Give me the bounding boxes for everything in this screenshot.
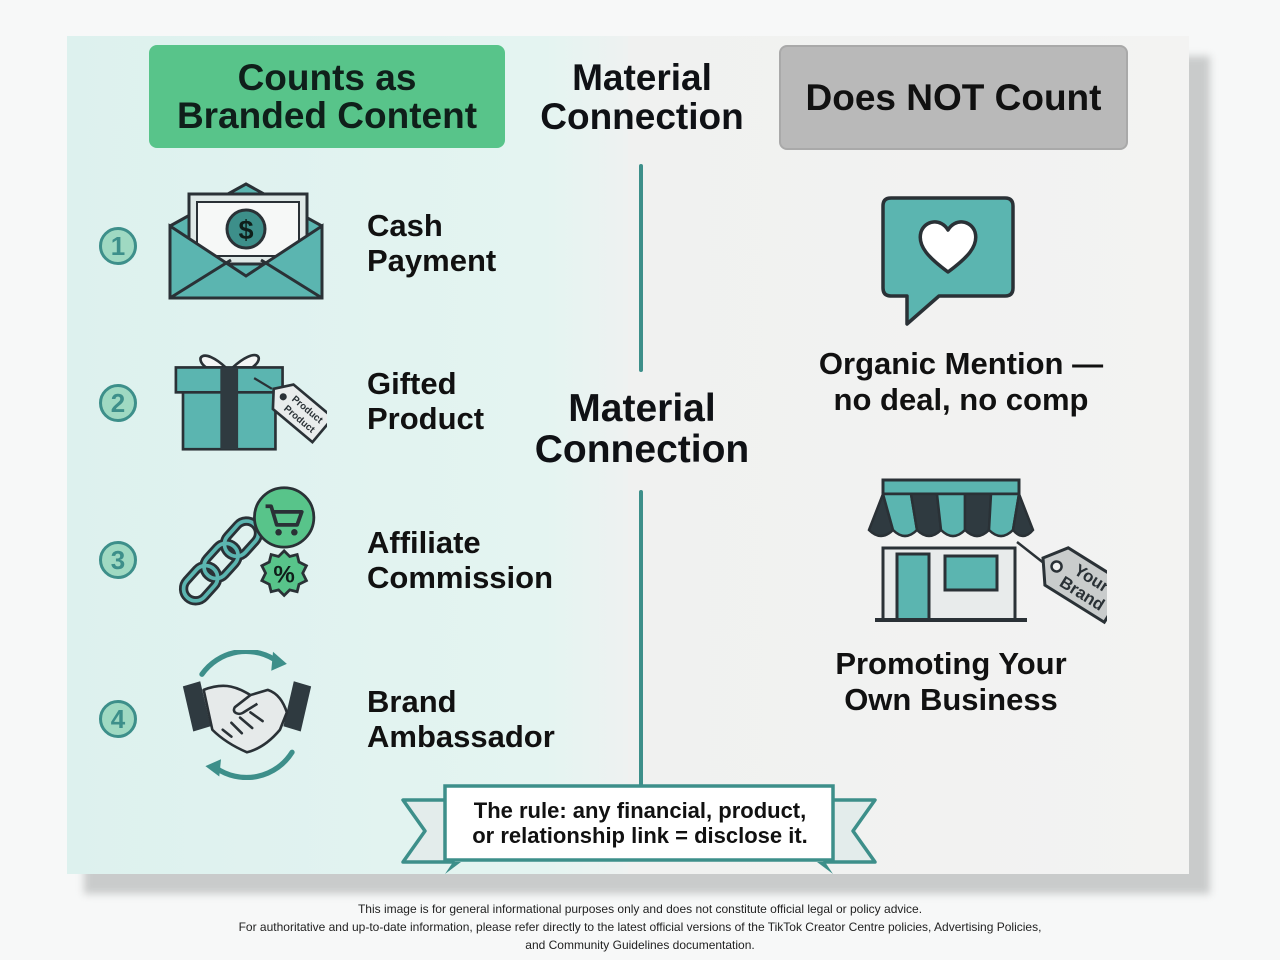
rule-banner-line1: The rule: any financial, product, bbox=[473, 798, 807, 823]
item-label-3-line1: Affiliate bbox=[367, 525, 481, 560]
organic-mention-line2: no deal, no comp bbox=[833, 382, 1089, 417]
item-label-2-line2: Product bbox=[367, 401, 485, 436]
disclaimer-line3: and Community Guidelines documentation. bbox=[525, 938, 755, 952]
item-label-1-line2: Payment bbox=[367, 243, 497, 278]
organic-mention-line1: Organic Mention — bbox=[818, 346, 1104, 381]
item-number-4: 4 bbox=[99, 700, 137, 738]
svg-text:$: $ bbox=[238, 215, 253, 245]
item-label-3-line2: Commission bbox=[367, 560, 554, 595]
disclaimer-line2: For authoritative and up-to-date informa… bbox=[238, 920, 1042, 934]
gift-box-icon: Product Product bbox=[174, 353, 327, 451]
rule-banner bbox=[401, 784, 877, 874]
affiliate-chain-icon: % bbox=[178, 486, 316, 606]
counts-header: Counts as Branded Content bbox=[149, 45, 505, 148]
item-label-1-line1: Cash bbox=[367, 208, 443, 243]
item-label-4-line1: Brand bbox=[367, 684, 457, 719]
item-label-2-line1: Gifted bbox=[367, 366, 457, 401]
item-number-2: 2 bbox=[99, 384, 137, 422]
counts-header-line2: Branded Content bbox=[176, 94, 478, 136]
center-label-line1: Material bbox=[568, 387, 716, 430]
item-number-1: 1 bbox=[99, 227, 137, 265]
disclaimer-line1: This image is for general informational … bbox=[357, 902, 923, 916]
item-label-2: Gifted Product bbox=[367, 366, 597, 436]
rule-banner-line2: or relationship link = disclose it. bbox=[472, 823, 808, 848]
cash-envelope-icon: $ bbox=[168, 182, 324, 300]
item-label-4: Brand Ambassador bbox=[367, 684, 597, 754]
center-label-line2: Connection bbox=[534, 428, 750, 471]
center-divider-top bbox=[639, 164, 643, 372]
item-number-3: 3 bbox=[99, 541, 137, 579]
counts-header-line1: Counts as bbox=[237, 56, 417, 98]
not-count-header: Does NOT Count bbox=[779, 45, 1128, 150]
own-business-label: Promoting Your Own Business bbox=[791, 646, 1111, 718]
counts-panel bbox=[67, 36, 628, 874]
storefront-icon: Your Brand bbox=[867, 478, 1107, 625]
infographic-card: Counts as Branded Content Material Conne… bbox=[67, 36, 1189, 874]
rule-banner-text: The rule: any financial, product, or rel… bbox=[447, 798, 833, 848]
header-center-line1: Material bbox=[572, 57, 712, 98]
center-divider-bottom bbox=[639, 490, 643, 802]
heart-chat-icon bbox=[881, 196, 1015, 326]
item-label-3: Affiliate Commission bbox=[367, 525, 597, 595]
own-business-line2: Own Business bbox=[844, 682, 1058, 717]
not-count-header-text: Does NOT Count bbox=[805, 76, 1102, 118]
not-count-panel bbox=[628, 36, 1189, 874]
handshake-icon bbox=[182, 650, 312, 780]
center-label: Material Connection bbox=[507, 388, 777, 470]
header-center-title: Material Connection bbox=[507, 58, 777, 136]
own-business-line1: Promoting Your bbox=[835, 646, 1067, 681]
header-center-line2: Connection bbox=[540, 96, 744, 137]
svg-text:%: % bbox=[273, 561, 294, 588]
disclaimer: This image is for general informational … bbox=[0, 900, 1280, 954]
organic-mention-label: Organic Mention — no deal, no comp bbox=[801, 346, 1121, 418]
item-label-4-line2: Ambassador bbox=[367, 719, 555, 754]
item-label-1: Cash Payment bbox=[367, 208, 597, 278]
